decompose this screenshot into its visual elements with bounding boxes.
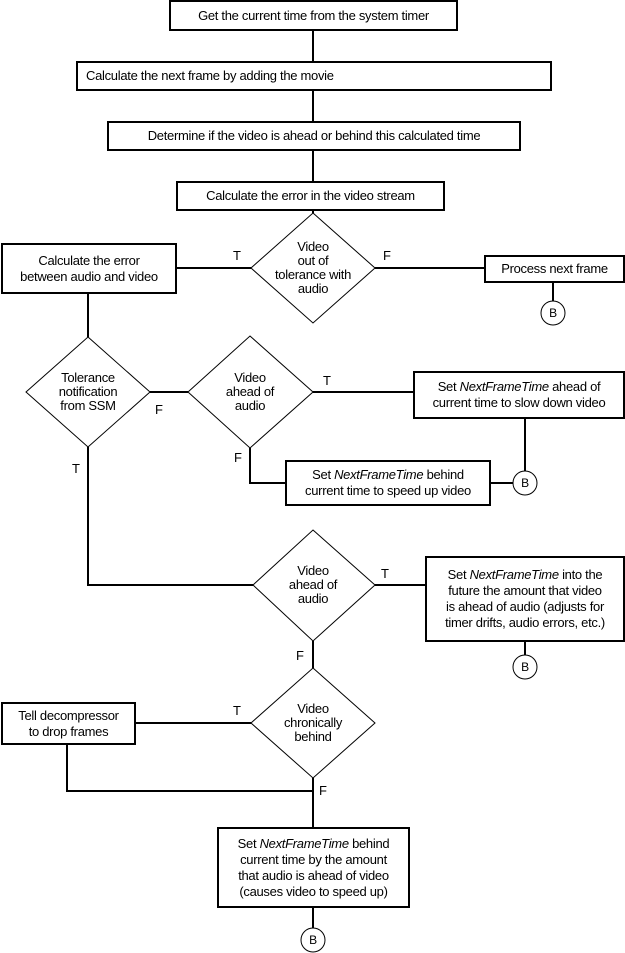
connector-line bbox=[312, 584, 526, 668]
connector-b-circle bbox=[512, 470, 538, 496]
step-text: Tell decompressor bbox=[18, 707, 119, 723]
step-text: Set NextFrameTime into the bbox=[447, 567, 603, 582]
step-text: Set NextFrameTime behind bbox=[237, 835, 390, 851]
connector-b: B bbox=[521, 660, 529, 674]
step-text: is ahead of audio (adjusts for bbox=[446, 599, 604, 614]
step-text: Set NextFrameTime behind bbox=[312, 467, 464, 482]
step-text: Process next frame bbox=[501, 261, 608, 276]
false-label: F bbox=[155, 402, 163, 417]
step-set-ahead: Set NextFrameTime ahead of current time … bbox=[413, 371, 625, 419]
false-label: F bbox=[296, 648, 304, 663]
step-get-time: Get the current time from the system tim… bbox=[169, 0, 458, 31]
connector-b-circle bbox=[300, 927, 326, 953]
step-calc-next-frame: Calculate the next frame by adding the m… bbox=[76, 61, 552, 91]
step-text: to drop frames bbox=[28, 723, 109, 739]
true-label: T bbox=[323, 373, 331, 388]
connector-b-circle bbox=[540, 300, 566, 326]
connector-b: B bbox=[309, 933, 317, 947]
step-text: between audio and video bbox=[20, 268, 158, 284]
step-text: future the amount that video bbox=[448, 583, 602, 598]
false-label: F bbox=[319, 783, 327, 798]
step-drop-frames: Tell decompressor to drop frames bbox=[1, 702, 136, 745]
step-text: Calculate the error in the video stream bbox=[206, 188, 415, 203]
true-label: T bbox=[233, 703, 241, 718]
false-label: F bbox=[234, 450, 242, 465]
step-text: Determine if the video is ahead or behin… bbox=[147, 128, 481, 143]
connector-line bbox=[66, 722, 314, 928]
connector-b: B bbox=[521, 476, 529, 490]
true-label: T bbox=[381, 566, 389, 581]
connector-line bbox=[87, 391, 526, 586]
step-text: Get the current time from the system tim… bbox=[198, 7, 429, 23]
step-set-behind-amount: Set NextFrameTime behind current time by… bbox=[217, 827, 410, 908]
step-text: Set NextFrameTime ahead of bbox=[437, 379, 601, 394]
connector-line bbox=[87, 267, 554, 337]
step-determine: Determine if the video is ahead or behin… bbox=[107, 121, 521, 151]
step-text: timer drifts, audio errors, etc.) bbox=[445, 615, 605, 630]
step-set-future: Set NextFrameTime into the future the am… bbox=[425, 556, 625, 642]
step-calc-error-stream: Calculate the error in the video stream bbox=[176, 181, 445, 211]
connector-b-circle bbox=[512, 654, 538, 680]
step-text: Calculate the error bbox=[38, 252, 140, 268]
step-calc-error-av: Calculate the error between audio and vi… bbox=[1, 243, 177, 294]
step-text: current time to speed up video bbox=[305, 483, 471, 498]
step-text: current time by the amount bbox=[240, 851, 387, 867]
step-text: current time to slow down video bbox=[432, 395, 606, 410]
step-text: Calculate the next frame by adding the m… bbox=[86, 68, 334, 83]
decision-ahead-1 bbox=[187, 335, 314, 449]
false-label: F bbox=[383, 248, 391, 263]
decision-out-of-tolerance bbox=[250, 212, 376, 324]
step-text: that audio is ahead of video bbox=[238, 867, 389, 883]
connector-b: B bbox=[549, 306, 557, 320]
step-set-behind: Set NextFrameTime behind current time to… bbox=[285, 460, 491, 506]
step-text: (causes video to speed up) bbox=[239, 883, 388, 899]
true-label: T bbox=[72, 461, 80, 476]
true-label: T bbox=[233, 248, 241, 263]
step-process-next: Process next frame bbox=[484, 255, 625, 283]
